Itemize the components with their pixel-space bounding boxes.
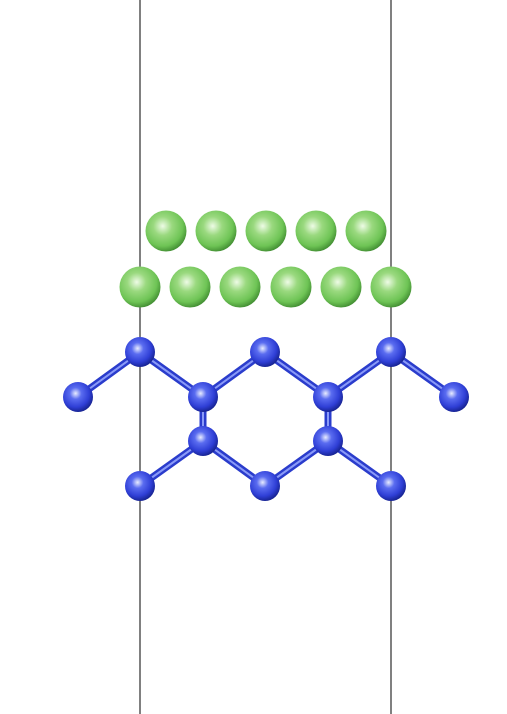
blue-atom	[188, 426, 218, 456]
blue-atom	[63, 382, 93, 412]
green-atom	[195, 210, 237, 252]
green-atom	[320, 266, 362, 308]
green-atom	[270, 266, 312, 308]
bonds-layer	[74, 348, 458, 490]
green-atom	[295, 210, 337, 252]
blue-atom	[188, 382, 218, 412]
green-atom	[169, 266, 211, 308]
blue-atom	[313, 426, 343, 456]
green-atom	[145, 210, 187, 252]
green-atom	[345, 210, 387, 252]
green-atom-layer	[119, 210, 412, 308]
blue-atom	[125, 471, 155, 501]
blue-atom	[250, 337, 280, 367]
blue-atom	[250, 471, 280, 501]
blue-atom	[313, 382, 343, 412]
blue-atom	[376, 337, 406, 367]
green-atom	[219, 266, 261, 308]
green-atom	[119, 266, 161, 308]
green-atom	[370, 266, 412, 308]
blue-atom-layer	[63, 337, 469, 501]
blue-atom	[439, 382, 469, 412]
blue-atom	[125, 337, 155, 367]
blue-atom	[376, 471, 406, 501]
green-atom	[245, 210, 287, 252]
